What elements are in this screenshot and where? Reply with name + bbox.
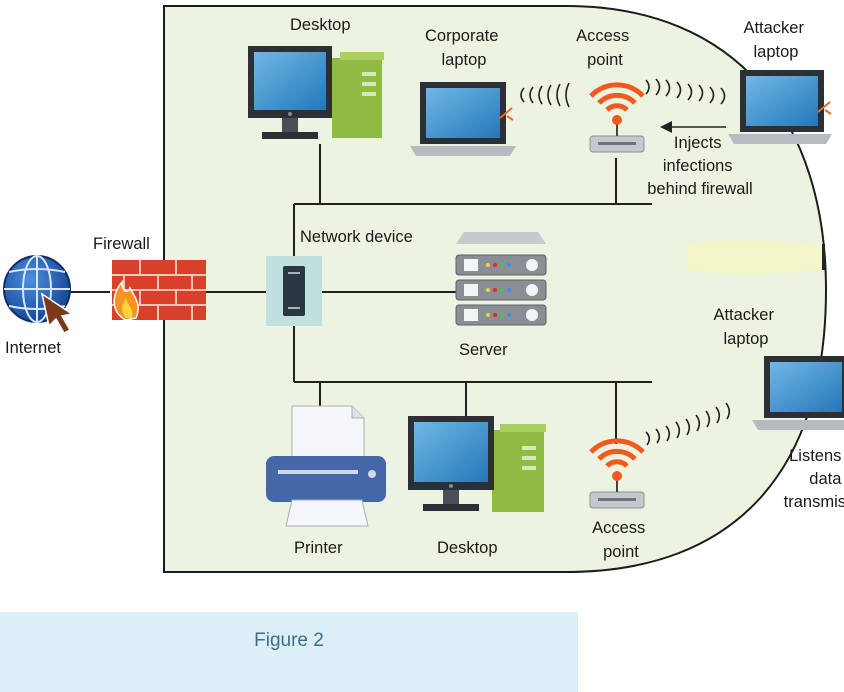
desktop-top-label: Desktop bbox=[290, 16, 351, 34]
cursor-arrow-icon bbox=[40, 292, 74, 334]
network-diagram: Internet Firewall Network device Server … bbox=[3, 5, 844, 573]
attacker-laptop-bottom-label: Attacker laptop bbox=[713, 306, 778, 348]
network-device-icon bbox=[266, 256, 322, 326]
signal-waves-right-icon bbox=[645, 78, 726, 105]
printer-label: Printer bbox=[294, 539, 343, 557]
internet-label: Internet bbox=[5, 339, 61, 357]
printer-icon bbox=[266, 405, 386, 527]
attacker-laptop-top-icon bbox=[728, 70, 832, 144]
network-device-label: Network device bbox=[300, 228, 413, 246]
signal-waves-bottom-icon bbox=[645, 402, 731, 446]
access-point-top-icon bbox=[589, 82, 645, 153]
desktop-bottom-label: Desktop bbox=[437, 539, 498, 557]
antenna-icon bbox=[499, 107, 514, 121]
corporate-laptop-label: Corporate laptop bbox=[425, 27, 503, 69]
corporate-laptop-icon bbox=[410, 82, 516, 156]
signal-waves-left-icon bbox=[520, 82, 570, 108]
access-point-bottom-icon bbox=[589, 438, 645, 509]
edge-mark bbox=[822, 244, 825, 270]
server-label: Server bbox=[459, 341, 508, 359]
server-icon bbox=[455, 232, 547, 326]
attacker-laptop-bottom-icon bbox=[752, 356, 844, 430]
highlight-smudge bbox=[686, 240, 822, 274]
firewall-label: Firewall bbox=[93, 235, 150, 253]
listens-label: Listens data transmis bbox=[784, 447, 844, 511]
antenna-icon bbox=[817, 101, 832, 115]
attacker-laptop-top-label: Attacker laptop bbox=[743, 19, 808, 61]
figure-caption-box: Figure 2 bbox=[0, 612, 578, 692]
figure-caption: Figure 2 bbox=[254, 630, 324, 651]
injects-arrow bbox=[660, 121, 726, 133]
injects-infections-label: Injects infections behind firewall bbox=[647, 134, 752, 198]
access-point-top-label: Access point bbox=[576, 27, 634, 69]
access-point-bottom-label: Access point bbox=[592, 519, 650, 561]
firewall-icon bbox=[112, 260, 206, 321]
desktop-bottom-icon bbox=[408, 416, 546, 512]
desktop-top-icon bbox=[248, 46, 384, 139]
